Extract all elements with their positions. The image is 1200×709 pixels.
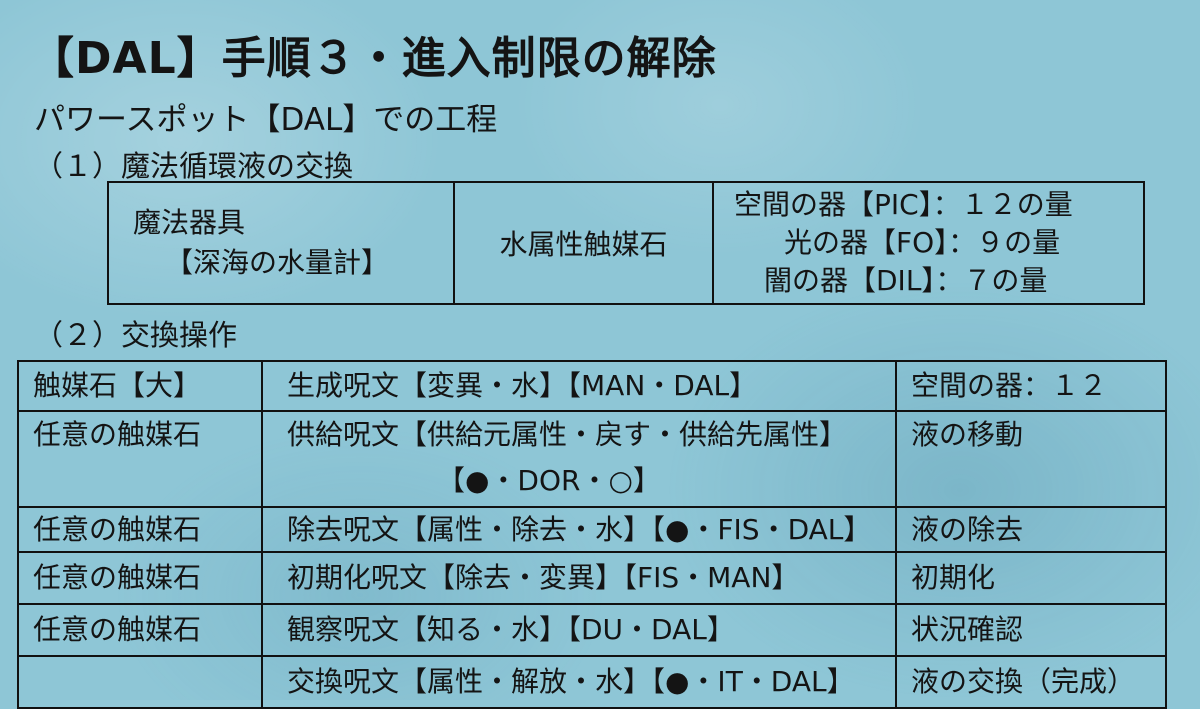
effect-cell: 液の交換（完成） <box>895 655 1167 709</box>
catalyst-cell: 触媒石【大】 <box>17 360 263 412</box>
effect-cell: 状況確認 <box>895 603 1167 657</box>
vessel-fo: 光の器【FO】：９の量 <box>784 226 1061 259</box>
effect-cell: 液の除去 <box>895 506 1167 553</box>
tool-subname: 【深海の水量計】 <box>165 246 390 279</box>
table-row: 交換呪文【属性・解放・水】【●・IT・DAL】 液の交換（完成） <box>17 655 1167 709</box>
catalyst-cell: 水属性触媒石 <box>453 181 714 305</box>
catalyst-cell: 任意の触媒石 <box>17 506 263 553</box>
operations-table: 触媒石【大】 生成呪文【変異・水】【MAN・DAL】 空間の器：１２ 任意の触媒… <box>17 360 1167 709</box>
catalyst-cell: 任意の触媒石 <box>17 410 263 508</box>
spell-cell: 供給呪文【供給元属性・戻す・供給先属性】 【●・DOR・○】 <box>261 410 897 508</box>
catalyst-cell <box>17 655 263 709</box>
catalyst-cell: 任意の触媒石 <box>17 551 263 605</box>
spell-cell: 初期化呪文【除去・変異】【FIS・MAN】 <box>261 551 897 605</box>
tool-name: 魔法器具 <box>133 206 246 239</box>
effect-cell: 初期化 <box>895 551 1167 605</box>
spell-cell: 交換呪文【属性・解放・水】【●・IT・DAL】 <box>261 655 897 709</box>
spell-cell: 除去呪文【属性・除去・水】【●・FIS・DAL】 <box>261 506 897 553</box>
table-row: 触媒石【大】 生成呪文【変異・水】【MAN・DAL】 空間の器：１２ <box>17 360 1167 412</box>
section2-heading: （２）交換操作 <box>34 318 238 352</box>
materials-row: 魔法器具 【深海の水量計】 水属性触媒石 空間の器【PIC】：１２の量 光の器【… <box>107 181 1145 305</box>
materials-table: 魔法器具 【深海の水量計】 水属性触媒石 空間の器【PIC】：１２の量 光の器【… <box>107 181 1145 305</box>
table-row: 任意の触媒石 初期化呪文【除去・変異】【FIS・MAN】 初期化 <box>17 551 1167 605</box>
table-row: 任意の触媒石 除去呪文【属性・除去・水】【●・FIS・DAL】 液の除去 <box>17 506 1167 553</box>
vessel-pic: 空間の器【PIC】：１２の量 <box>734 188 1073 221</box>
page-title: 【DAL】手順３・進入制限の解除 <box>30 33 717 84</box>
page-subtitle: パワースポット【DAL】での工程 <box>34 102 498 138</box>
spell-cell: 生成呪文【変異・水】【MAN・DAL】 <box>261 360 897 412</box>
catalyst-cell: 任意の触媒石 <box>17 603 263 657</box>
spell-cell: 観察呪文【知る・水】【DU・DAL】 <box>261 603 897 657</box>
spell-code: 【●・DOR・○】 <box>437 464 661 497</box>
tool-cell: 魔法器具 【深海の水量計】 <box>107 181 455 305</box>
table-row: 任意の触媒石 観察呪文【知る・水】【DU・DAL】 状況確認 <box>17 603 1167 657</box>
table-row: 任意の触媒石 供給呪文【供給元属性・戻す・供給先属性】 【●・DOR・○】 液の… <box>17 410 1167 508</box>
vessel-dil: 闇の器【DIL】：７の量 <box>764 264 1048 297</box>
section1-heading: （１）魔法循環液の交換 <box>34 149 354 183</box>
spell-text: 供給呪文【供給元属性・戻す・供給先属性】 <box>287 418 848 451</box>
vessels-cell: 空間の器【PIC】：１２の量 光の器【FO】：９の量 闇の器【DIL】：７の量 <box>712 181 1145 305</box>
effect-cell: 液の移動 <box>895 410 1167 508</box>
effect-cell: 空間の器：１２ <box>895 360 1167 412</box>
